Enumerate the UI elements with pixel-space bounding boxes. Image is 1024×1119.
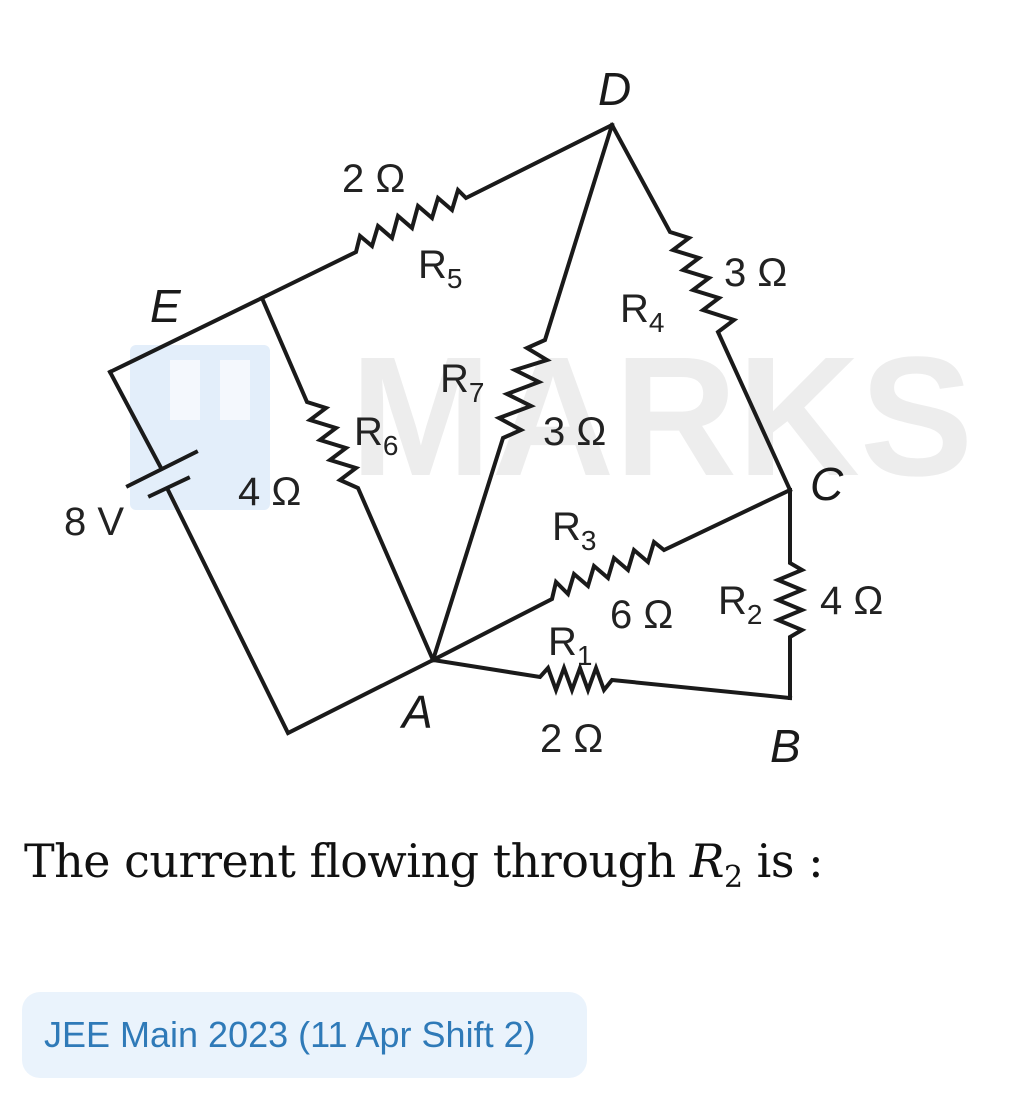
svg-text:MARKS: MARKS	[350, 322, 973, 512]
question-text: The current flowing through R2 is :	[24, 834, 824, 896]
wire-a-b-r1	[430, 657, 793, 701]
r1-label: R1	[548, 620, 592, 671]
wire-c-b-r2	[772, 488, 808, 700]
wire-battery-top	[107, 369, 163, 469]
r2-value: 4 Ω	[820, 579, 883, 623]
r3-value: 6 Ω	[610, 593, 673, 637]
r5-value: 2 Ω	[342, 157, 405, 201]
exam-source-tag[interactable]: JEE Main 2023 (11 Apr Shift 2)	[22, 992, 587, 1078]
question-variable-subscript: 2	[723, 860, 743, 896]
r7-label: R7	[440, 357, 484, 408]
battery-label: 8 V	[64, 500, 124, 544]
circuit-diagram: MARKS D E C A B 8 V 2 Ω R5 3 Ω R4 R7 3 Ω…	[64, 63, 973, 772]
wire-e-d-r5	[107, 122, 615, 375]
r6-label: R6	[354, 410, 398, 461]
r5-label: R5	[418, 243, 462, 294]
r1-value: 2 Ω	[540, 717, 603, 761]
question-variable: R	[689, 834, 725, 888]
r3-label: R3	[552, 505, 596, 556]
wire-e-a-r6	[259, 295, 436, 663]
node-label-c: C	[810, 458, 844, 510]
wire-d-a-r7	[430, 122, 615, 663]
node-label-b: B	[770, 720, 801, 772]
r2-label: R2	[718, 579, 762, 630]
question-suffix: is :	[742, 834, 824, 888]
exam-source-label: JEE Main 2023 (11 Apr Shift 2)	[44, 1014, 536, 1055]
node-label-e: E	[150, 280, 182, 332]
wire-battery-bottom	[165, 487, 436, 736]
wire-d-c-r4	[609, 122, 793, 493]
r6-value: 4 Ω	[238, 470, 301, 514]
battery-symbol	[125, 449, 199, 499]
wire-a-c-r3	[430, 487, 793, 663]
node-label-a: A	[399, 686, 433, 738]
r7-value: 3 Ω	[543, 410, 606, 454]
question-prefix: The current flowing through	[24, 834, 690, 888]
r4-value: 3 Ω	[724, 251, 787, 295]
r4-label: R4	[620, 287, 664, 338]
node-label-d: D	[598, 63, 631, 115]
